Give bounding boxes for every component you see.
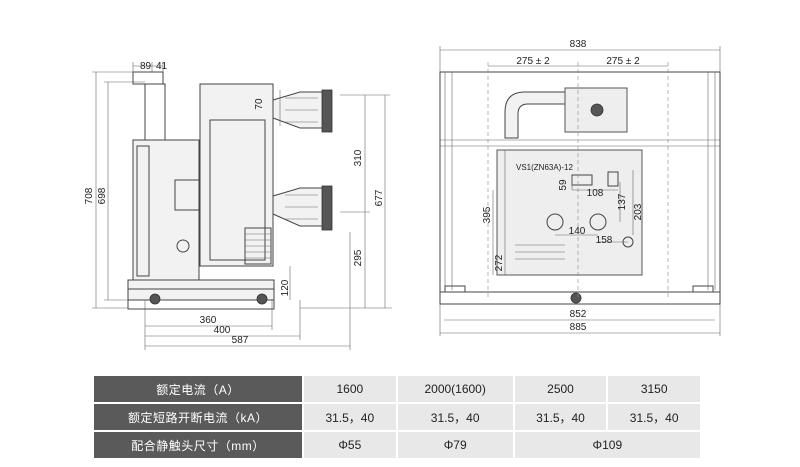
model-label: VS1(ZN63A)-12	[516, 163, 573, 172]
table-row: 额定电流（A） 1600 2000(1600) 2500 3150	[92, 374, 702, 404]
row-label: 额定电流（A）	[92, 374, 304, 404]
dim-677: 677	[374, 189, 385, 206]
dim-295: 295	[353, 249, 364, 266]
table-cell: Φ79	[395, 430, 515, 460]
dim-310: 310	[353, 149, 364, 166]
dim-70: 70	[254, 98, 265, 110]
spec-table: 额定电流（A） 1600 2000(1600) 2500 3150 额定短路开断…	[92, 374, 703, 460]
dim-120: 120	[280, 279, 291, 296]
side-pole-column	[199, 83, 274, 267]
front-view: VS1(ZN63A)-12 838 275	[439, 39, 721, 336]
dim-59: 59	[558, 179, 569, 191]
dim-852: 852	[570, 309, 587, 320]
table-row: 配合静触头尺寸（mm） Φ55 Φ79 Φ109	[92, 430, 703, 460]
cable-arm	[504, 87, 628, 139]
dim-708: 708	[84, 187, 95, 204]
dim-108: 108	[587, 188, 604, 199]
upper-contact-arm	[272, 89, 333, 133]
table-cell: 31.5，40	[512, 402, 609, 432]
dim-203: 203	[633, 203, 644, 220]
side-view: 89 41 708 698 70 310 677 295 120 360 400…	[84, 61, 392, 350]
dim-275-right: 275 ± 2	[606, 56, 640, 67]
table-cell: 1600	[302, 374, 398, 404]
dim-838: 838	[570, 39, 587, 50]
dim-158: 158	[596, 235, 613, 246]
side-truck	[127, 279, 275, 301]
technical-drawing: 89 41 708 698 70 310 677 295 120 360 400…	[84, 39, 721, 350]
front-panel	[496, 149, 643, 276]
dim-89: 89	[140, 61, 152, 72]
table-row: 额定短路开断电流（kA） 31.5，40 31.5，40 31.5，40 31.…	[92, 402, 702, 432]
dim-400: 400	[214, 325, 231, 336]
table-cell: 2000(1600)	[395, 374, 515, 404]
lower-contact-arm	[272, 185, 333, 231]
row-label: 配合静触头尺寸（mm）	[92, 430, 304, 460]
dim-41: 41	[156, 61, 168, 72]
table-cell: 2500	[512, 374, 609, 404]
dim-395: 395	[482, 206, 493, 223]
table-cell: 3150	[606, 374, 702, 404]
row-label: 额定短路开断电流（kA）	[92, 402, 304, 432]
dim-137: 137	[617, 193, 628, 210]
dim-885: 885	[570, 322, 587, 333]
table-cell: Φ109	[512, 430, 703, 460]
table-cell: Φ55	[302, 430, 398, 460]
dim-275-left: 275 ± 2	[516, 56, 550, 67]
table-cell: 31.5，40	[606, 402, 702, 432]
dim-587: 587	[232, 335, 249, 346]
dim-272: 272	[494, 254, 505, 271]
dim-698: 698	[97, 187, 108, 204]
bellows	[244, 227, 272, 265]
dim-140: 140	[569, 226, 586, 237]
dim-360: 360	[200, 315, 217, 326]
table-cell: 31.5，40	[302, 402, 398, 432]
table-cell: 31.5，40	[395, 402, 515, 432]
